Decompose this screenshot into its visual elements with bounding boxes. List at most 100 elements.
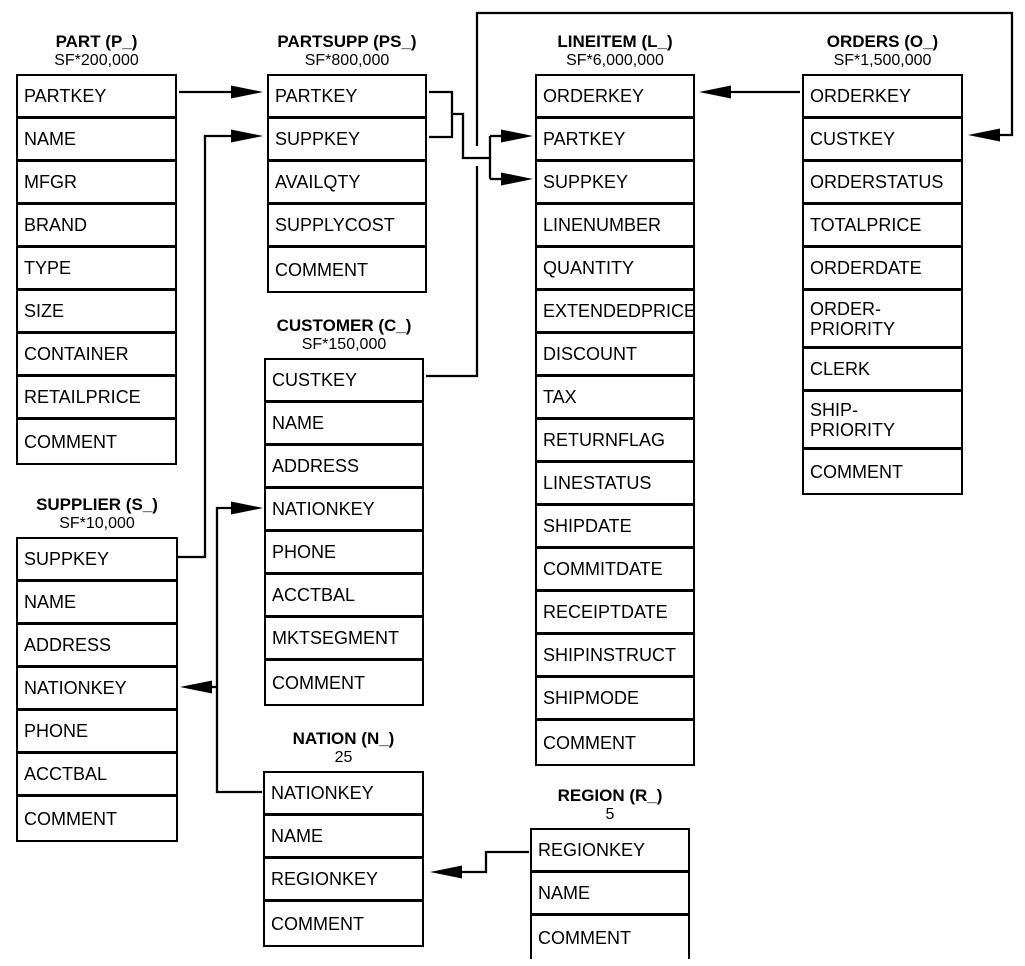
customer-column-mktsegment: MKTSEGMENT	[266, 618, 422, 661]
part-column-comment: COMMENT	[24, 431, 117, 452]
region-column-name: NAME	[532, 873, 688, 916]
arrowhead-into-lineitem-orderkey	[699, 85, 731, 99]
region-cardinality: 5	[605, 806, 615, 823]
orders-column-order-priority: ORDER- PRIORITY	[804, 291, 961, 349]
partsupp-cardinality: SF*800,000	[304, 52, 390, 69]
supplier-column-nationkey: NATIONKEY	[18, 668, 176, 711]
part-column-partkey: PARTKEY	[18, 76, 175, 119]
partsupp-column-partkey: PARTKEY	[269, 76, 425, 119]
lineitem-column-partkey: PARTKEY	[537, 119, 693, 162]
supplier-column-acctbal: ACCTBAL	[18, 754, 176, 797]
arrowhead-into-lineitem-suppkey	[501, 172, 533, 186]
lineitem-column-shipinstruct: SHIPINSTRUCT	[537, 635, 693, 678]
part-title: PART (P_)	[55, 32, 138, 51]
lineitem-column-orderkey: ORDERKEY	[537, 76, 693, 119]
nation-title: NATION (N_)	[292, 729, 395, 748]
lineitem-column-shipdate: SHIPDATE	[537, 506, 693, 549]
arrowhead-into-customer-nationkey	[231, 501, 263, 515]
supplier-column-comment: COMMENT	[24, 808, 117, 829]
lineitem-title: LINEITEM (L_)	[557, 32, 673, 51]
supplier-column-address: ADDRESS	[18, 625, 176, 668]
supplier-column-suppkey: SUPPKEY	[18, 539, 176, 582]
orders-column-comment: COMMENT	[810, 461, 903, 482]
lineitem-column-linestatus: LINESTATUS	[537, 463, 693, 506]
nation-cardinality: 25	[334, 749, 353, 766]
supplier-cardinality: SF*10,000	[59, 515, 135, 532]
rel-region-regionkey-to-nation-regionkey	[430, 850, 529, 879]
orders-column-custkey: CUSTKEY	[804, 119, 961, 162]
lineitem-column-returnflag: RETURNFLAG	[537, 420, 693, 463]
rel-partsupp-to-lineitem-partkey-suppkey	[429, 90, 533, 186]
supplier-column-name: NAME	[18, 582, 176, 625]
customer-title: CUSTOMER (C_)	[276, 316, 412, 335]
partsupp-column-comment: COMMENT	[275, 259, 368, 280]
region-column-regionkey: REGIONKEY	[532, 830, 688, 873]
orders-column-orderkey: ORDERKEY	[804, 76, 961, 119]
rel-nation-nationkey-to-customer-nationkey	[215, 501, 263, 794]
part-column-type: TYPE	[18, 248, 175, 291]
orders-column-ship-priority: SHIP- PRIORITY	[804, 392, 961, 450]
supplier-title: SUPPLIER (S_)	[36, 495, 158, 514]
region-column-comment: COMMENT	[538, 927, 631, 948]
part-column-container: CONTAINER	[18, 334, 175, 377]
arrowhead-into-partsupp-partkey	[231, 85, 263, 99]
partsupp-column-suppkey: SUPPKEY	[269, 119, 425, 162]
lineitem-column-quantity: QUANTITY	[537, 248, 693, 291]
part-cardinality: SF*200,000	[54, 52, 139, 69]
customer-column-name: NAME	[266, 403, 422, 446]
customer-column-comment: COMMENT	[272, 672, 365, 693]
arrowhead-into-lineitem-partkey	[501, 129, 533, 143]
partsupp-column-supplycost: SUPPLYCOST	[269, 205, 425, 248]
customer-column-nationkey: NATIONKEY	[266, 489, 422, 532]
lineitem-column-receiptdate: RECEIPTDATE	[537, 592, 693, 635]
nation-column-comment: COMMENT	[271, 913, 364, 934]
part-column-name: NAME	[18, 119, 175, 162]
lineitem-column-commitdate: COMMITDATE	[537, 549, 693, 592]
supplier-column-phone: PHONE	[18, 711, 176, 754]
arrowhead-into-supplier-nationkey	[180, 680, 212, 694]
arrowhead-into-orders-custkey	[968, 128, 1000, 142]
rel-customer-custkey-to-orders-custkey	[426, 11, 1014, 378]
rel-part-partkey-to-partsupp-partkey	[179, 85, 263, 99]
lineitem-column-extendedprice: EXTENDEDPRICE	[537, 291, 693, 334]
partsupp-column-availqty: AVAILQTY	[269, 162, 425, 205]
customer-column-custkey: CUSTKEY	[266, 360, 422, 403]
part-column-retailprice: RETAILPRICE	[18, 377, 175, 420]
lineitem-cardinality: SF*6,000,000	[566, 52, 664, 69]
orders-column-clerk: CLERK	[804, 349, 961, 392]
orders-column-orderstatus: ORDERSTATUS	[804, 162, 961, 205]
lineitem-column-tax: TAX	[537, 377, 693, 420]
lineitem-column-linenumber: LINENUMBER	[537, 205, 693, 248]
customer-column-address: ADDRESS	[266, 446, 422, 489]
nation-column-nationkey: NATIONKEY	[265, 773, 422, 816]
rel-supplier-suppkey-to-partsupp-suppkey	[178, 129, 263, 559]
nation-column-name: NAME	[265, 816, 422, 859]
orders-cardinality: SF*1,500,000	[833, 52, 932, 69]
rel-nation-nationkey-to-supplier-nationkey	[180, 680, 217, 694]
nation-column-regionkey: REGIONKEY	[265, 859, 422, 902]
region-title: REGION (R_)	[557, 786, 663, 805]
lineitem-column-discount: DISCOUNT	[537, 334, 693, 377]
part-column-brand: BRAND	[18, 205, 175, 248]
lineitem-column-shipmode: SHIPMODE	[537, 678, 693, 721]
orders-title: ORDERS (O_)	[826, 32, 939, 51]
customer-column-acctbal: ACCTBAL	[266, 575, 422, 618]
partsupp-title: PARTSUPP (PS_)	[277, 32, 417, 51]
part-column-mfgr: MFGR	[18, 162, 175, 205]
lineitem-column-suppkey: SUPPKEY	[537, 162, 693, 205]
orders-column-totalprice: TOTALPRICE	[804, 205, 961, 248]
arrowhead-into-partsupp-suppkey	[231, 129, 263, 143]
part-column-size: SIZE	[18, 291, 175, 334]
arrowhead-into-nation-regionkey	[430, 865, 462, 879]
customer-column-phone: PHONE	[266, 532, 422, 575]
lineitem-column-comment: COMMENT	[543, 732, 636, 753]
